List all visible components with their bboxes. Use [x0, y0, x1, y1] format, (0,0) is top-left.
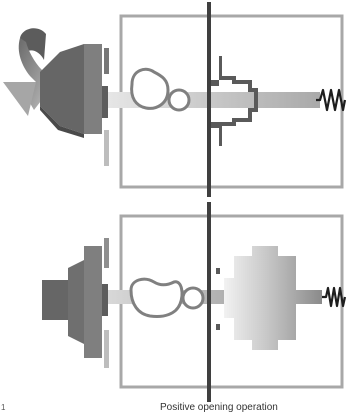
diagram-caption: Positive opening operation: [160, 402, 278, 413]
top-cam: [130, 67, 191, 112]
figure-number: 1: [1, 403, 6, 412]
bottom-cam: [129, 277, 205, 318]
top-panel: [3, 2, 347, 197]
bottom-actuator-head: [42, 238, 109, 368]
bottom-contact-rod: [207, 202, 211, 402]
top-spring: [316, 88, 347, 112]
top-contact-block: [208, 56, 258, 146]
bottom-spring: [322, 286, 347, 308]
bottom-plunger: [224, 246, 322, 350]
bottom-panel: [42, 202, 347, 402]
top-actuator-head: [40, 44, 109, 166]
top-contact-rod: [207, 2, 211, 197]
